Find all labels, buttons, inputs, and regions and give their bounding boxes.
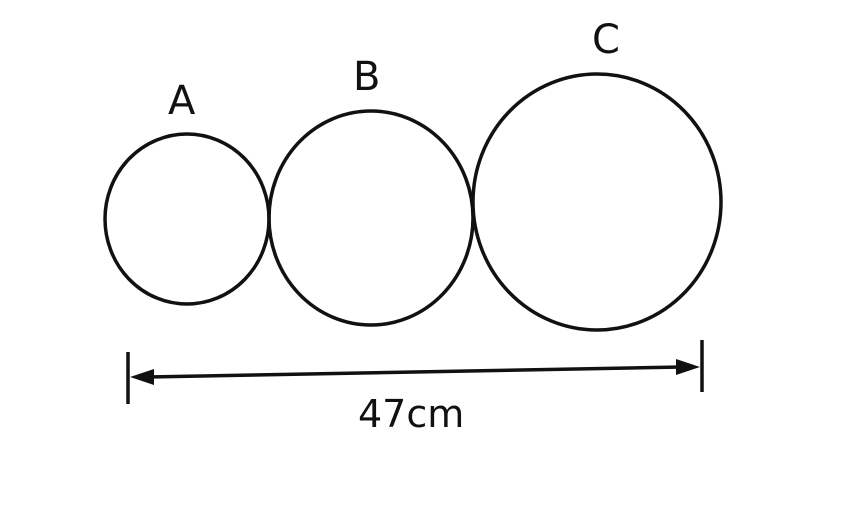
dimension-line [147, 365, 683, 379]
circle-b [267, 109, 475, 327]
circle-c [471, 72, 723, 332]
circle-b-label: B [353, 54, 380, 100]
dimension-left-arrowhead [130, 369, 154, 385]
circle-c-label: C [592, 17, 620, 63]
circle-a-label: A [168, 78, 196, 124]
dimension-label: 47cm [358, 392, 464, 436]
circle-a [103, 132, 271, 306]
dimension-right-arrowhead [676, 359, 700, 375]
